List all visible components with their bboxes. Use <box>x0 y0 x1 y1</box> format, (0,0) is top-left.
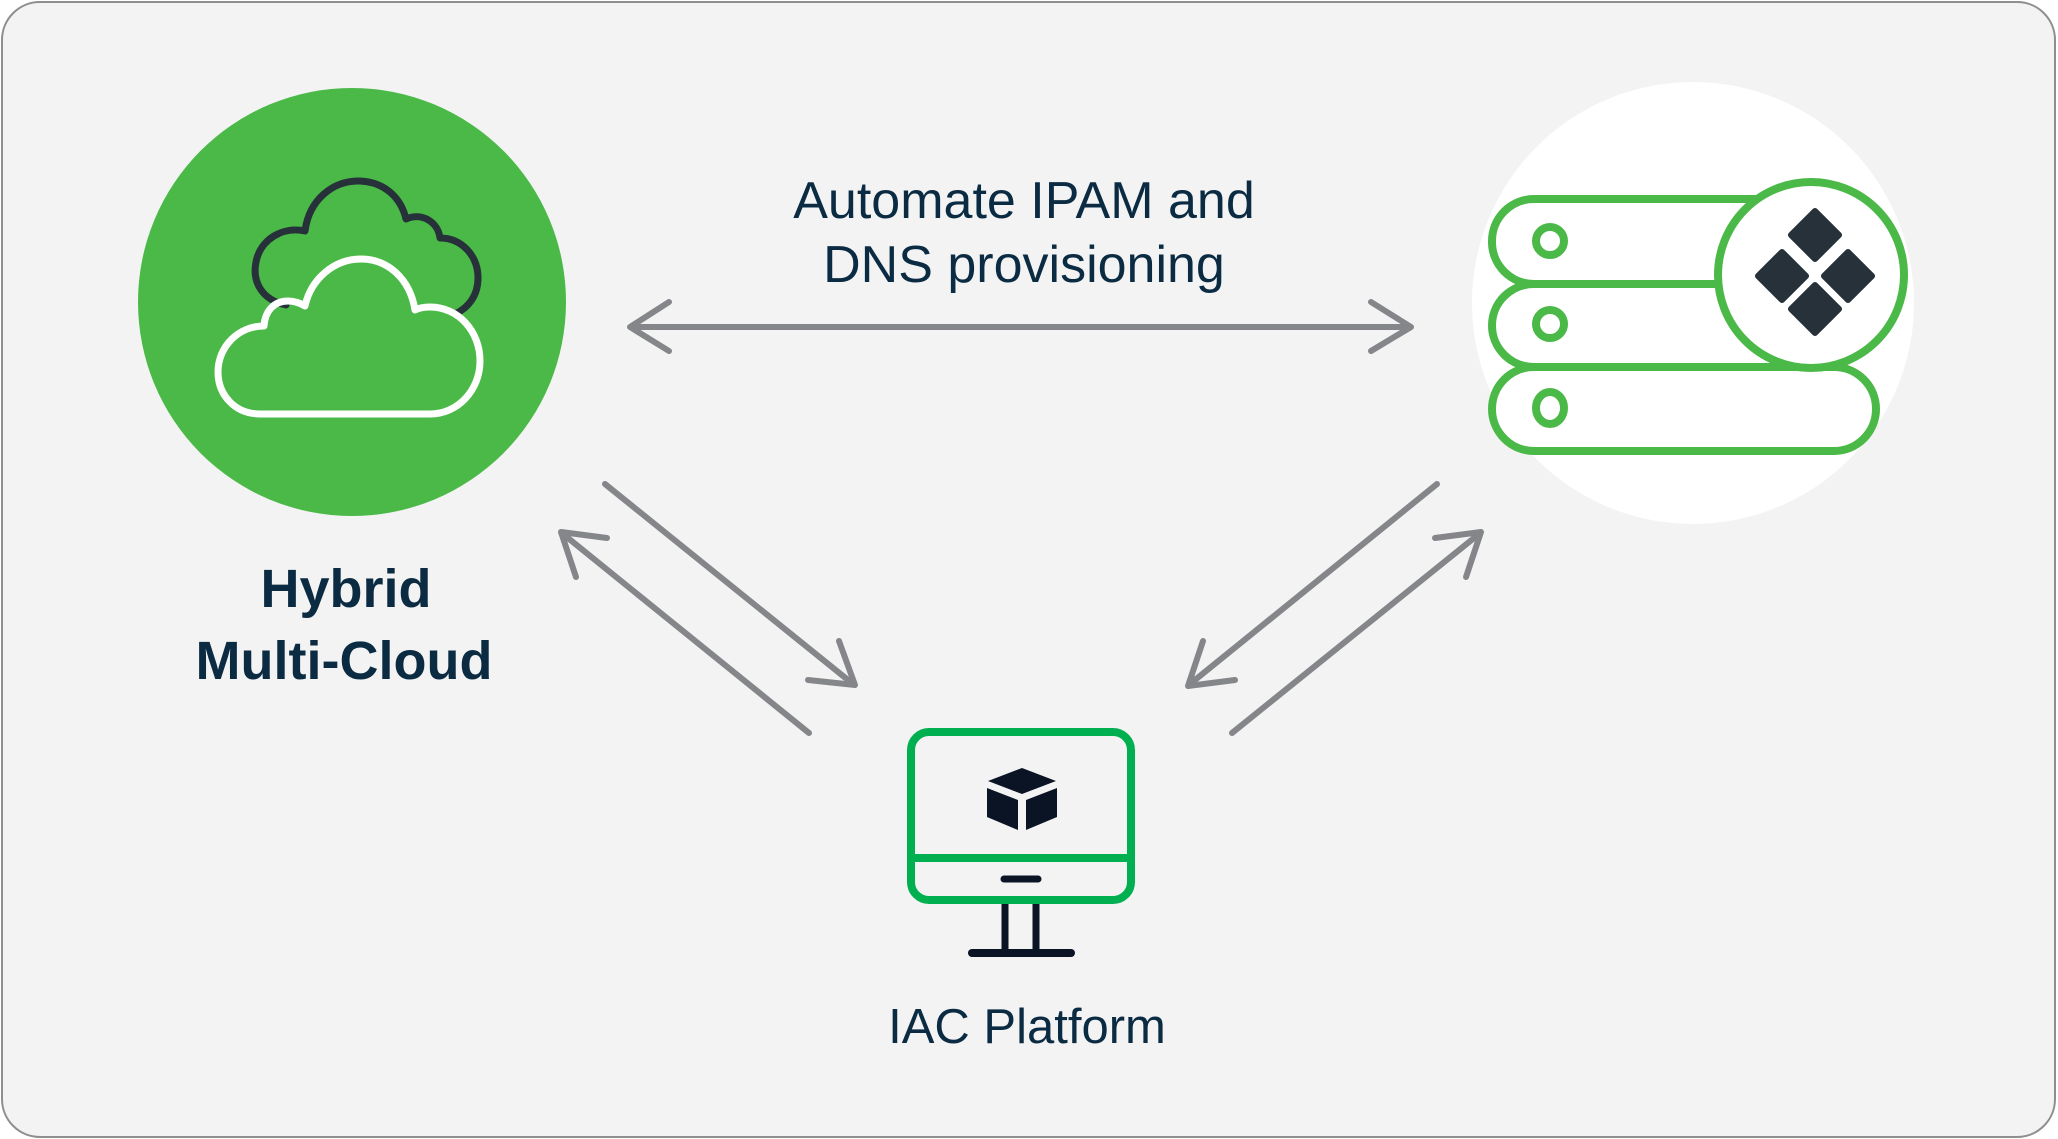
server-led-2 <box>1532 306 1568 342</box>
multi-cloud-icon <box>214 177 484 418</box>
cube-icon <box>987 768 1057 830</box>
server-led-3 <box>1532 388 1568 428</box>
cloud-node-label-line-1: Hybrid <box>260 559 431 619</box>
node-iac-platform[interactable]: IAC Platform <box>888 728 1166 1054</box>
iac-node-label: IAC Platform <box>888 1000 1166 1054</box>
arrow-cloud-server-bidirectional <box>627 299 1414 354</box>
monitor-icon <box>907 728 1135 957</box>
server-rack-3 <box>1488 363 1880 455</box>
arrow-server-to-iac <box>1185 481 1440 689</box>
cloud-node-circle <box>138 88 566 516</box>
node-hybrid-multi-cloud[interactable]: Hybrid Multi-Cloud <box>138 88 566 691</box>
arrow-iac-to-cloud <box>558 529 812 736</box>
edge-label-line-2: DNS provisioning <box>823 236 1225 294</box>
edge-label-line-1: Automate IPAM and <box>793 172 1255 230</box>
node-ipam-dns-server[interactable] <box>1472 82 1914 524</box>
app-badge-icon <box>1714 178 1908 372</box>
server-led-1 <box>1532 223 1568 259</box>
arrow-iac-to-server <box>1229 529 1484 736</box>
arrow-cloud-to-iac <box>602 481 858 688</box>
cloud-node-label-line-2: Multi-Cloud <box>196 631 493 691</box>
